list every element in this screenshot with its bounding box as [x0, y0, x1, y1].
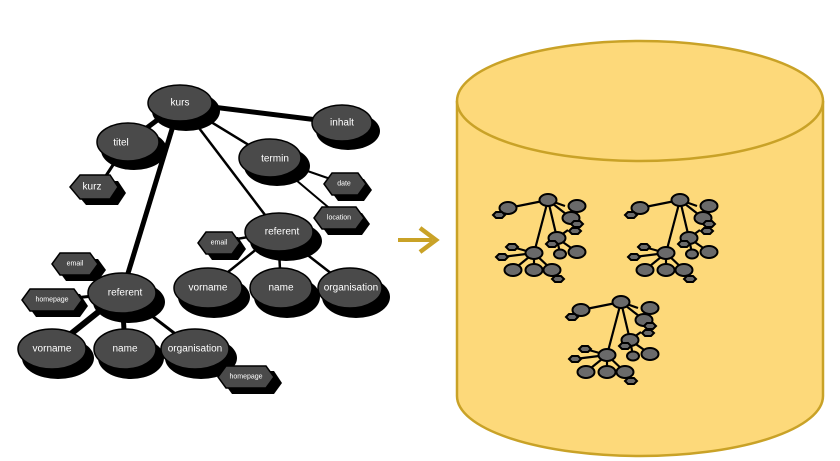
node-date: date [323, 172, 372, 201]
node-homepage-left-label: homepage [35, 297, 68, 304]
node-vorname-inner-label: vorname [189, 283, 228, 294]
database-cylinder-icon [455, 39, 825, 458]
node-referent-inner-label: referent [265, 227, 300, 238]
node-vorname-outer-label: vorname [33, 344, 72, 355]
node-titel-label: titel [113, 138, 129, 149]
node-organisation-outer: organisation [160, 328, 237, 379]
node-referent-outer-label: referent [108, 288, 143, 299]
node-kurs-label: kurs [171, 98, 190, 109]
node-name-outer: name [93, 328, 164, 379]
node-referent-outer: referent [87, 272, 165, 323]
node-name-inner-label: name [268, 283, 293, 294]
node-termin-label: termin [261, 154, 289, 165]
node-vorname-inner: vorname [173, 267, 250, 318]
node-location-label: location [327, 215, 351, 222]
node-referent-inner: referent [244, 212, 322, 261]
node-location: location [313, 206, 370, 235]
node-kurs: kurs [147, 84, 220, 131]
node-name-outer-label: name [112, 344, 137, 355]
node-inhalt: inhalt [311, 104, 380, 150]
node-organisation-outer-label: organisation [168, 344, 222, 355]
node-homepage-left: homepage [21, 288, 88, 317]
node-email-inner: email [197, 231, 246, 260]
right-arrow-icon [398, 226, 440, 254]
node-date-label: date [337, 181, 351, 188]
node-titel: titel [96, 122, 167, 170]
node-name-inner: name [249, 267, 320, 318]
node-termin: termin [238, 138, 310, 186]
node-vorname-outer: vorname [17, 328, 94, 379]
node-email-outer-label: email [67, 261, 84, 268]
node-homepage-bottom-label: homepage [229, 374, 262, 381]
node-kurz: kurz [69, 174, 126, 205]
node-email-outer: email [51, 252, 106, 281]
node-organisation-inner-label: organisation [324, 283, 378, 294]
node-organisation-inner: organisation [317, 267, 390, 318]
node-inhalt-label: inhalt [330, 118, 354, 129]
node-kurz-label: kurz [83, 182, 102, 193]
node-homepage-bottom: homepage [217, 365, 282, 394]
node-email-inner-label: email [211, 240, 228, 247]
